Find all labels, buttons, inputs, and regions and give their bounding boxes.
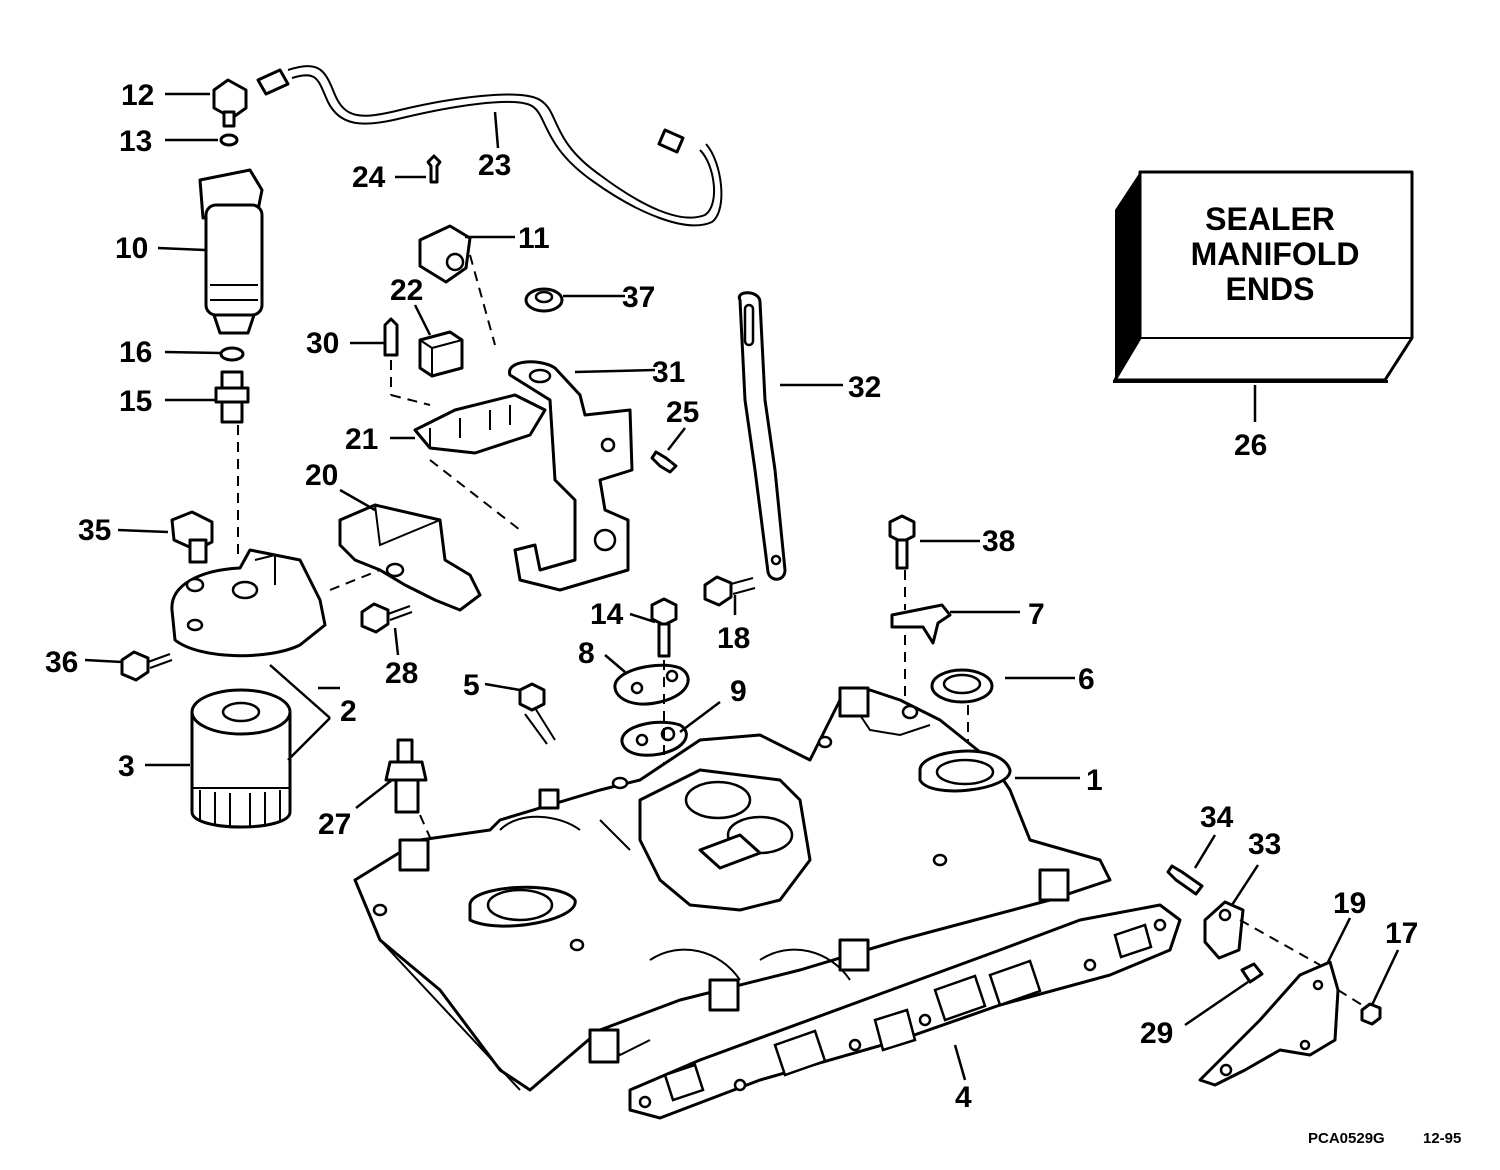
nut-part-17 xyxy=(1360,1002,1382,1026)
callout-35: 35 xyxy=(78,514,111,547)
sealer-box-part-26 xyxy=(1113,170,1414,383)
callout-2: 2 xyxy=(340,695,357,728)
screw-part-24 xyxy=(426,154,442,184)
callout-13: 13 xyxy=(119,125,152,158)
callout-36: 36 xyxy=(45,646,78,679)
callout-12: 12 xyxy=(121,79,154,112)
connector-part-15 xyxy=(214,370,250,424)
o-ring-part-13 xyxy=(219,133,239,147)
bracket-part-19 xyxy=(1198,960,1340,1087)
bracket-part-20 xyxy=(338,503,482,612)
sealer-line-1: SEALER xyxy=(1205,201,1335,237)
cover-plate-part-8 xyxy=(613,663,690,706)
oil-filter-part-3 xyxy=(190,688,292,829)
callout-26: 26 xyxy=(1234,429,1267,462)
callout-28: 28 xyxy=(385,657,418,690)
grommet-part-37 xyxy=(524,287,564,313)
callout-23: 23 xyxy=(478,149,511,182)
pin-part-29 xyxy=(1240,962,1264,984)
callout-8: 8 xyxy=(578,637,595,670)
callout-14: 14 xyxy=(590,598,624,631)
callout-32: 32 xyxy=(848,371,881,404)
fuel-line-part-23 xyxy=(256,65,723,227)
callout-37: 37 xyxy=(622,281,655,314)
callout-numbers: 12 13 23 24 10 11 22 37 30 16 31 32 15 2… xyxy=(45,79,1418,1114)
callout-34: 34 xyxy=(1200,801,1234,834)
callout-17: 17 xyxy=(1385,917,1418,950)
callout-30: 30 xyxy=(306,327,339,360)
mounting-bracket-part-31 xyxy=(508,360,634,592)
intake-manifold-part-1 xyxy=(353,686,1112,1092)
callout-29: 29 xyxy=(1140,1017,1173,1050)
callout-4: 4 xyxy=(955,1081,972,1114)
callout-38: 38 xyxy=(982,525,1015,558)
gasket-part-6 xyxy=(930,668,994,704)
callout-18: 18 xyxy=(717,622,750,655)
filter-adapter-part-2 xyxy=(170,548,327,658)
elbow-fitting-part-35 xyxy=(170,510,214,564)
callout-9: 9 xyxy=(730,675,747,708)
callout-3: 3 xyxy=(118,750,135,783)
elbow-fitting-part-12 xyxy=(212,78,248,128)
callout-24: 24 xyxy=(352,161,386,194)
callout-16: 16 xyxy=(119,336,152,369)
callout-11: 11 xyxy=(518,222,550,255)
callout-22: 22 xyxy=(390,274,423,307)
bolt-part-14 xyxy=(650,597,678,658)
screw-part-30 xyxy=(383,317,399,357)
callout-15: 15 xyxy=(119,385,152,418)
callout-25: 25 xyxy=(666,396,699,429)
linkage-part-33 xyxy=(1203,900,1245,960)
relay-part-22 xyxy=(418,330,464,378)
callout-6: 6 xyxy=(1078,663,1095,696)
callout-1: 1 xyxy=(1086,764,1103,797)
module-part-21 xyxy=(413,393,547,455)
screw-part-28 xyxy=(360,602,413,634)
screw-part-34 xyxy=(1166,864,1204,896)
fuel-pump-part-10 xyxy=(198,168,264,335)
sealer-line-3: ENDS xyxy=(1226,271,1315,307)
sensor-part-11 xyxy=(418,224,472,284)
manifold-gasket-part-4 xyxy=(628,903,1182,1120)
leader-lines xyxy=(84,92,1400,1081)
bolt-part-5 xyxy=(518,682,556,745)
callout-21: 21 xyxy=(345,423,378,456)
callout-10: 10 xyxy=(115,232,148,265)
clip-part-7 xyxy=(890,603,952,645)
callout-7: 7 xyxy=(1028,598,1045,631)
temperature-sender-part-27 xyxy=(384,738,428,814)
callout-27: 27 xyxy=(318,808,351,841)
screw-part-36 xyxy=(120,650,173,682)
callout-31: 31 xyxy=(652,356,685,389)
strap-part-32 xyxy=(737,291,787,581)
bolt-part-18 xyxy=(703,575,756,607)
callout-5: 5 xyxy=(463,669,480,702)
callout-33: 33 xyxy=(1248,828,1281,861)
o-ring-part-16 xyxy=(219,346,245,362)
figure-code: PCA0529G xyxy=(1308,1130,1385,1147)
callout-20: 20 xyxy=(305,459,338,492)
date-code: 12-95 xyxy=(1423,1130,1462,1147)
bolt-part-38 xyxy=(888,514,916,570)
gasket-part-9 xyxy=(620,720,688,757)
sealer-line-2: MANIFOLD xyxy=(1191,236,1360,272)
callout-19: 19 xyxy=(1333,887,1366,920)
screw-part-25 xyxy=(650,450,678,474)
